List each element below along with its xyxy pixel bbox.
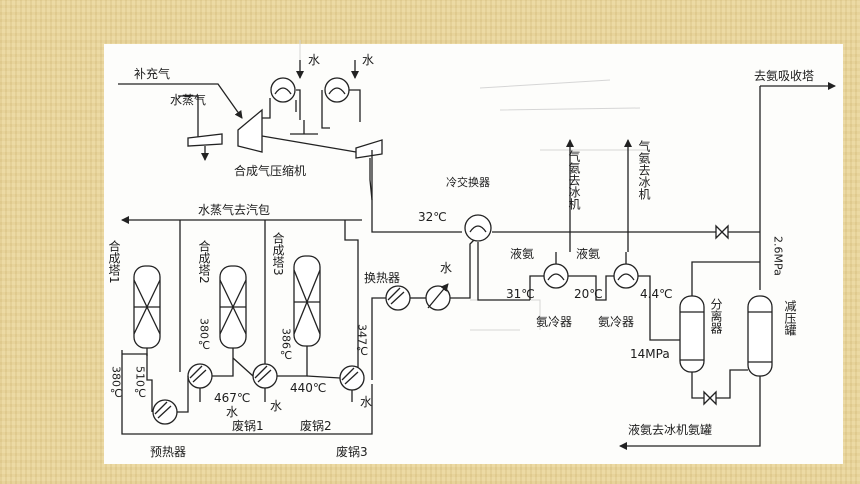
tower-1-label: 合成塔1 bbox=[107, 239, 121, 284]
makeup-gas-line bbox=[118, 83, 243, 119]
waste-boiler-2 bbox=[252, 363, 278, 389]
steam-turbine-line bbox=[178, 95, 199, 138]
waste-boiler-1 bbox=[187, 363, 213, 389]
steam-label: 水蒸气 bbox=[170, 92, 206, 107]
waste-boiler-3 bbox=[339, 365, 365, 391]
pressure-26-label: 2.6MPa bbox=[772, 236, 785, 276]
waste-boiler-1-label: 废锅1 bbox=[232, 418, 264, 433]
water-wb1-label: 水 bbox=[226, 405, 238, 419]
synthesis-tower-2 bbox=[219, 265, 247, 358]
ammonia-cooler-label-1: 氨冷器 bbox=[536, 315, 572, 329]
steam-turbine bbox=[187, 133, 223, 161]
synthesis-tower-1 bbox=[133, 265, 161, 356]
cold-exchanger-label: 冷交换器 bbox=[446, 175, 490, 189]
tower-3-label: 合成塔3 bbox=[271, 231, 285, 276]
gas-ammonia-outlets bbox=[566, 139, 632, 252]
liquid-ammonia-out-line bbox=[619, 376, 761, 450]
temp-380a-label: 380℃ bbox=[110, 366, 123, 400]
separator-bar-1 bbox=[290, 120, 318, 135]
preheater-label: 预热器 bbox=[150, 445, 186, 459]
main-gas-line-32c bbox=[371, 150, 462, 233]
faint-scan-artifacts bbox=[299, 40, 650, 331]
waste-boiler-3-label: 废锅3 bbox=[336, 444, 368, 459]
water-cooler bbox=[425, 283, 451, 311]
liquid-ammonia-label-2: 液氨 bbox=[576, 246, 600, 261]
gas-ammonia-label-2: 气氨去冰机 bbox=[637, 139, 651, 200]
water-label-2: 水 bbox=[362, 53, 374, 67]
compressor-label: 合成气压缩机 bbox=[234, 163, 306, 178]
heat-exchanger bbox=[385, 285, 411, 311]
heat-exchanger-label: 换热器 bbox=[364, 271, 400, 285]
temp-440-label: 440℃ bbox=[290, 381, 326, 395]
water-wb2-label: 水 bbox=[270, 399, 282, 413]
ammonia-cooler-1 bbox=[543, 263, 569, 289]
bottom-lines bbox=[121, 350, 373, 435]
temp-386-label: 386℃ bbox=[280, 328, 293, 362]
valve-top-right bbox=[715, 224, 729, 240]
liquid-ammonia-label-1: 液氨 bbox=[510, 246, 534, 261]
temp-31-label: 31℃ bbox=[506, 287, 535, 301]
temp-20-label: 20℃ bbox=[574, 287, 603, 301]
cold-exchanger bbox=[464, 214, 492, 242]
water-cooler-label: 水 bbox=[440, 261, 452, 275]
intercooler-2 bbox=[321, 60, 361, 129]
water-wb3-label: 水 bbox=[360, 395, 372, 409]
separator-to-tank-line bbox=[691, 369, 748, 406]
temp-380b-label: 380℃ bbox=[198, 318, 211, 352]
gas-ammonia-label-1: 气氨去冰机 bbox=[567, 149, 581, 210]
cooler-lines bbox=[477, 242, 680, 341]
ammonia-cooler-label-2: 氨冷器 bbox=[598, 315, 634, 329]
pressure-14-label: 14MPa bbox=[630, 347, 670, 361]
water-label-1: 水 bbox=[308, 53, 320, 67]
compressor-stage-1 bbox=[237, 98, 271, 153]
absorber-line bbox=[759, 82, 836, 290]
temp-44-label: 4.4℃ bbox=[640, 287, 673, 301]
temp-347-label: 347℃ bbox=[356, 324, 369, 358]
absorber-label: 去氨吸收塔 bbox=[754, 69, 814, 83]
separator-label: 分离器 bbox=[709, 298, 723, 335]
temp-510-label: 510℃ bbox=[134, 366, 147, 400]
compressor-stage-2 bbox=[355, 139, 383, 201]
temp-467-label: 467℃ bbox=[214, 391, 250, 405]
preheater bbox=[152, 399, 178, 425]
temp-32-label: 32℃ bbox=[418, 210, 447, 224]
synthesis-tower-3 bbox=[293, 255, 321, 360]
compressor-shaft bbox=[261, 135, 357, 153]
heat-exchanger-lines bbox=[371, 239, 475, 380]
makeup-gas-label: 补充气 bbox=[134, 66, 170, 81]
liquid-ammonia-tank-label: 液氨去冰机氨罐 bbox=[628, 422, 712, 437]
decompression-tank-label: 减压罐 bbox=[783, 300, 797, 337]
ammonia-cooler-2 bbox=[613, 263, 639, 289]
decompression-tank bbox=[747, 295, 773, 377]
waste-boiler-2-label: 废锅2 bbox=[300, 418, 332, 433]
intercooler-1 bbox=[270, 60, 304, 120]
tower-2-label: 合成塔2 bbox=[197, 239, 211, 284]
steam-to-drum-label: 水蒸气去汽包 bbox=[198, 202, 270, 217]
steam-to-drum-line bbox=[121, 216, 362, 372]
diagram-panel bbox=[104, 44, 843, 464]
